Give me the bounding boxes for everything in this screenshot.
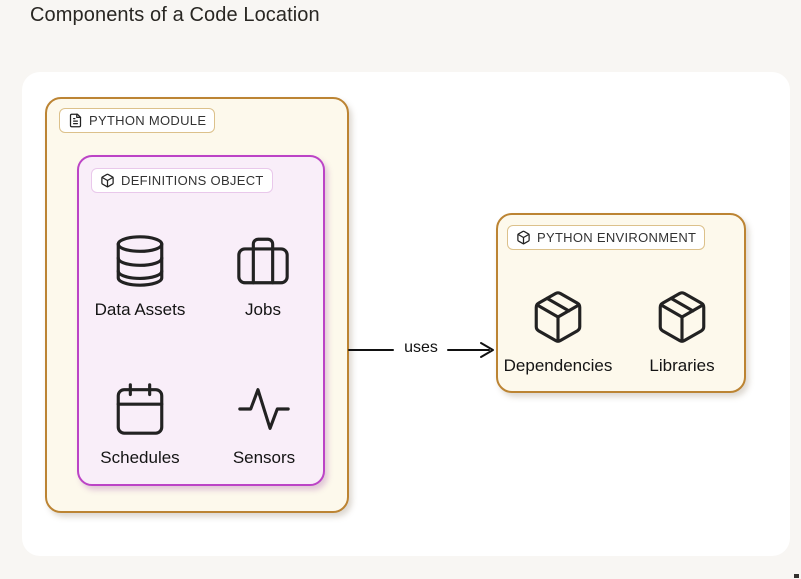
package-icon — [653, 288, 711, 346]
diagram-card: PYTHON MODULE DEFINITIONS OBJECT — [22, 72, 790, 556]
corner-artifact — [794, 574, 799, 578]
package-icon — [529, 288, 587, 346]
box-icon — [516, 230, 531, 245]
libraries-item: Libraries — [620, 288, 744, 376]
data-assets-label: Data Assets — [94, 300, 186, 319]
data-assets-item: Data Assets — [85, 232, 195, 320]
definitions-object-label: DEFINITIONS OBJECT — [91, 168, 273, 193]
uses-arrow-label: uses — [404, 339, 438, 356]
file-text-icon — [68, 113, 83, 128]
dependencies-label: Dependencies — [503, 356, 613, 375]
jobs-label: Jobs — [245, 300, 281, 319]
definitions-object-label-text: DEFINITIONS OBJECT — [121, 173, 264, 188]
definitions-object-box: DEFINITIONS OBJECT Data Assets — [77, 155, 325, 486]
page-title: Components of a Code Location — [30, 4, 320, 26]
schedules-item: Schedules — [85, 380, 195, 468]
sensors-label: Sensors — [232, 448, 296, 467]
dependencies-item: Dependencies — [496, 288, 620, 376]
sensors-item: Sensors — [209, 380, 319, 468]
activity-icon — [235, 380, 293, 438]
libraries-label: Libraries — [649, 356, 715, 375]
database-icon — [111, 232, 169, 290]
python-environment-label-text: PYTHON ENVIRONMENT — [537, 230, 697, 245]
schedules-label: Schedules — [100, 448, 180, 467]
python-environment-box: PYTHON ENVIRONMENT Dependencies — [496, 213, 746, 393]
calendar-icon — [111, 380, 169, 438]
python-module-label: PYTHON MODULE — [59, 108, 216, 133]
python-module-box: PYTHON MODULE DEFINITIONS OBJECT — [45, 97, 349, 513]
box-icon — [100, 173, 115, 188]
python-environment-label: PYTHON ENVIRONMENT — [507, 225, 706, 250]
python-module-label-text: PYTHON MODULE — [89, 113, 207, 128]
briefcase-icon — [234, 232, 292, 290]
jobs-item: Jobs — [208, 232, 318, 320]
